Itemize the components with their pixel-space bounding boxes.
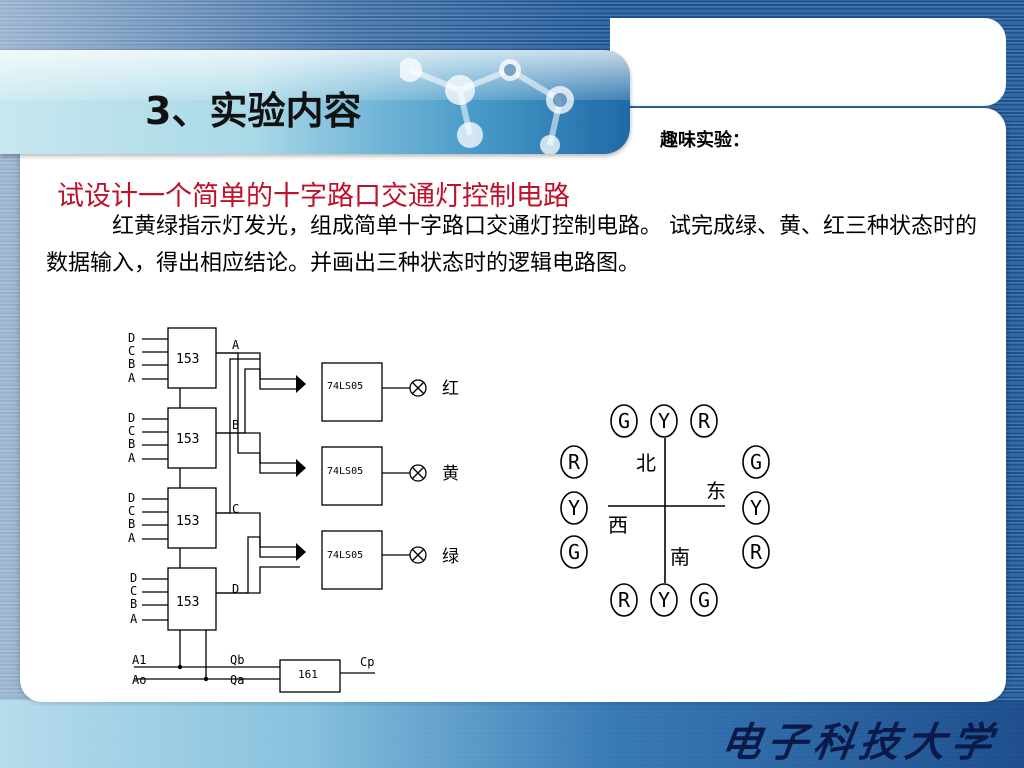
- left-light-g: G: [568, 540, 580, 564]
- title-banner: [0, 50, 630, 154]
- gate1-label: 74LS05: [327, 381, 363, 392]
- right-light-y: Y: [750, 496, 762, 520]
- mux3-label: 153: [176, 514, 199, 529]
- mux1-output-label: A: [232, 338, 240, 352]
- slide-title: 3、实验内容: [145, 89, 362, 133]
- mux2-input-a: A: [128, 451, 136, 465]
- footer-band: [0, 700, 1024, 768]
- counter-label: 161: [298, 668, 318, 681]
- counter-output-qa: Qa: [230, 673, 244, 687]
- mux3-input-a: A: [128, 531, 136, 545]
- instruction-paragraph: 红黄绿指示灯发光，组成简单十字路口交通灯控制电路。 试完成绿、黄、红三种状态时的…: [46, 214, 977, 276]
- intersection-diagram: G Y R R Y G G Y R R Y G 北 东 西 南: [560, 404, 770, 617]
- mux2-output-label: B: [232, 418, 239, 432]
- lamp-red-label: 红: [442, 379, 459, 399]
- mux4-output-label: D: [232, 582, 239, 596]
- mux4-input-c: C: [130, 584, 137, 598]
- mux2-input-d: D: [128, 411, 135, 425]
- direction-south: 南: [670, 545, 690, 569]
- bottom-light-g: G: [698, 588, 710, 612]
- bottom-light-r: R: [618, 588, 631, 612]
- lamp-green-label: 绿: [442, 547, 459, 567]
- mux2-input-c: C: [128, 424, 135, 438]
- mux4-label: 153: [176, 595, 199, 610]
- mux2-label: 153: [176, 432, 199, 447]
- direction-west: 西: [608, 513, 628, 537]
- top-light-r: R: [698, 409, 711, 433]
- mux3-input-b: B: [128, 517, 135, 531]
- note-label: 趣味实验：: [660, 130, 750, 151]
- mux4-input-d: D: [130, 571, 137, 585]
- left-light-y: Y: [568, 496, 580, 520]
- mux1-input-a: A: [128, 371, 136, 385]
- top-light-g: G: [618, 409, 630, 433]
- counter-input-a1: A1: [132, 653, 146, 667]
- mux3-input-d: D: [128, 491, 135, 505]
- direction-north: 北: [636, 451, 656, 475]
- molecule-decoration: [400, 58, 574, 154]
- mux1-label: 153: [176, 352, 199, 367]
- mux4-input-b: B: [130, 597, 137, 611]
- counter-input-a0: Ao: [132, 673, 146, 687]
- mux3-input-c: C: [128, 504, 135, 518]
- logic-circuit-diagram: D C B A D C B A D C B A D C B A A B C D …: [128, 327, 459, 693]
- mux1-input-b: B: [128, 357, 135, 371]
- top-light-y: Y: [658, 409, 670, 433]
- university-logo: 电子科技大学: [718, 719, 1001, 766]
- left-light-r: R: [568, 450, 581, 474]
- counter-output-qb: Qb: [230, 653, 244, 667]
- direction-east: 东: [706, 479, 726, 503]
- mux3-output-label: C: [232, 502, 239, 516]
- right-light-g: G: [750, 450, 762, 474]
- clock-label: Cp: [360, 655, 374, 669]
- content-panel: [20, 108, 1006, 702]
- header-panel: [610, 18, 1006, 106]
- section-heading: 试设计一个简单的十字路口交通灯控制电路: [57, 181, 570, 212]
- lamp-yellow-label: 黄: [442, 464, 459, 484]
- mux1-input-c: C: [128, 344, 135, 358]
- mux2-input-b: B: [128, 437, 135, 451]
- gate3-label: 74LS05: [327, 550, 363, 561]
- right-light-r: R: [750, 540, 763, 564]
- gate2-label: 74LS05: [327, 466, 363, 477]
- mux4-input-a: A: [130, 612, 138, 626]
- bottom-light-y: Y: [658, 588, 670, 612]
- mux1-input-d: D: [128, 331, 135, 345]
